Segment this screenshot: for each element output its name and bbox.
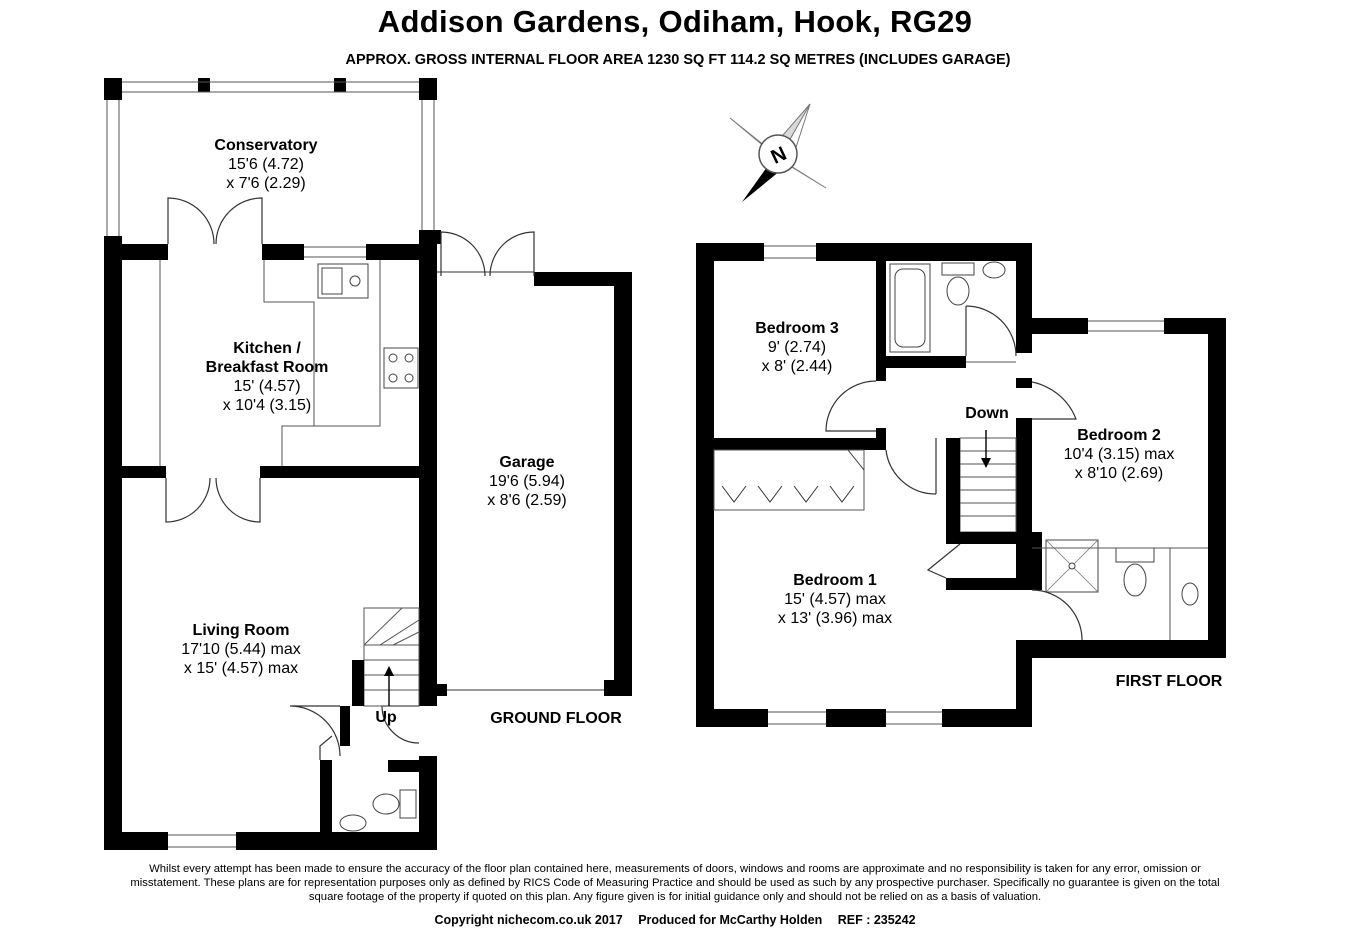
room-dim-garage-2: x 8'6 (2.59) [487,492,567,509]
room-name-bedroom3: Bedroom 3 [755,320,839,337]
room-dim-garage-1: 19'6 (5.94) [489,473,565,490]
room-name-kitchen-1: Kitchen / [233,340,301,357]
room-name-garage: Garage [499,454,554,471]
ground-floor-label: GROUND FLOOR [490,710,622,727]
reference-text: REF : 235242 [837,913,916,927]
footer-credits: Copyright nichecom.co.uk 2017 Produced f… [0,913,1350,927]
room-dim-bedroom1-1: 15' (4.57) max [784,591,886,608]
room-dim-kitchen-1: 15' (4.57) [233,378,300,395]
room-name-bedroom1: Bedroom 1 [793,572,877,589]
room-name-living: Living Room [193,622,290,639]
floor-area-subtitle: APPROX. GROSS INTERNAL FLOOR AREA 1230 S… [345,52,1011,68]
room-name-kitchen-2: Breakfast Room [206,359,329,376]
ground-floor-labels: Conservatory 15'6 (4.72) x 7'6 (2.29) Ki… [181,137,622,727]
room-dim-conservatory-1: 15'6 (4.72) [228,156,304,173]
room-dim-bedroom1-2: x 13' (3.96) max [778,610,892,627]
room-dim-bedroom2-2: x 8'10 (2.69) [1075,465,1163,482]
room-dim-bedroom2-1: 10'4 (3.15) max [1064,446,1175,463]
copyright-text: Copyright nichecom.co.uk 2017 [434,913,623,927]
room-dim-bedroom3-1: 9' (2.74) [768,339,826,356]
ground-floor-plan [104,78,632,850]
room-name-conservatory: Conservatory [214,137,317,154]
room-dim-kitchen-2: x 10'4 (3.15) [223,397,311,414]
stairs-up-label: Up [375,709,397,726]
compass-north-icon: N [729,103,827,202]
room-name-bedroom2: Bedroom 2 [1077,427,1161,444]
room-dim-conservatory-2: x 7'6 (2.29) [226,175,306,192]
room-dim-living-1: 17'10 (5.44) max [181,641,301,658]
room-dim-living-2: x 15' (4.57) max [184,660,298,677]
room-dim-bedroom3-2: x 8' (2.44) [762,358,833,375]
produced-for-text: Produced for McCarthy Holden [638,913,823,927]
first-floor-plan [696,243,1226,727]
stairs-down-label: Down [965,405,1009,422]
first-floor-labels: Bedroom 3 9' (2.74) x 8' (2.44) Bedroom … [755,320,1223,690]
plan-title: Addison Gardens, Odiham, Hook, RG29 [377,4,973,39]
first-floor-label: FIRST FLOOR [1116,673,1223,690]
disclaimer-text: Whilst every attempt has been made to en… [130,863,1220,903]
